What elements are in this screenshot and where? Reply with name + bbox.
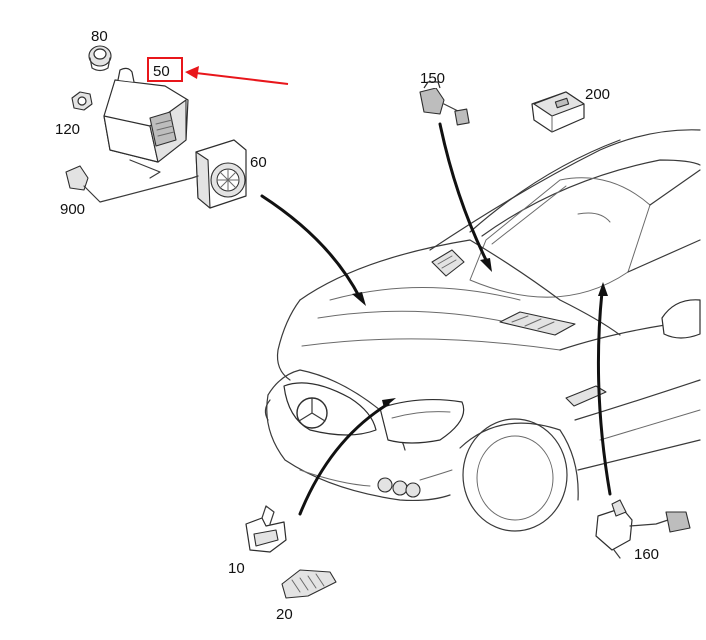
part-200-control-unit [531,91,585,133]
callout-200: 200 [585,86,610,103]
part-10-hood-latch [245,505,287,553]
part-20-cover [281,569,337,599]
front-wheel [459,418,579,532]
highlight-callout-50[interactable]: 50 [147,57,289,85]
leader-arrow-160 [596,282,612,496]
callout-10: 10 [228,560,245,577]
part-160-switch [595,499,691,559]
leader-arrow-150 [438,122,492,272]
callout-20: 20 [276,606,293,623]
part-50-alarm-siren [103,67,189,179]
part-80-grommet [88,45,112,72]
highlight-arrow [195,72,289,85]
callout-120: 120 [55,121,80,138]
part-120-nut [71,91,93,111]
highlight-box [147,57,183,82]
side-mirror [661,299,701,339]
callout-50: 50 [153,63,170,80]
callout-900: 900 [60,201,85,218]
hood-vent-right [499,311,576,336]
hood-vent-left [431,249,465,277]
callout-60: 60 [250,154,267,171]
part-60-horn [195,139,247,209]
part-150-sensor [419,81,470,126]
car-illustration [264,129,701,532]
leader-arrow-60 [260,194,366,306]
part-900-label [65,165,199,203]
mercedes-star-emblem [296,397,328,429]
callout-80: 80 [91,28,108,45]
callout-160: 160 [634,546,659,563]
leader-arrow-10 [298,398,396,516]
highlight-arrowhead [185,66,199,79]
callout-150: 150 [420,70,445,87]
